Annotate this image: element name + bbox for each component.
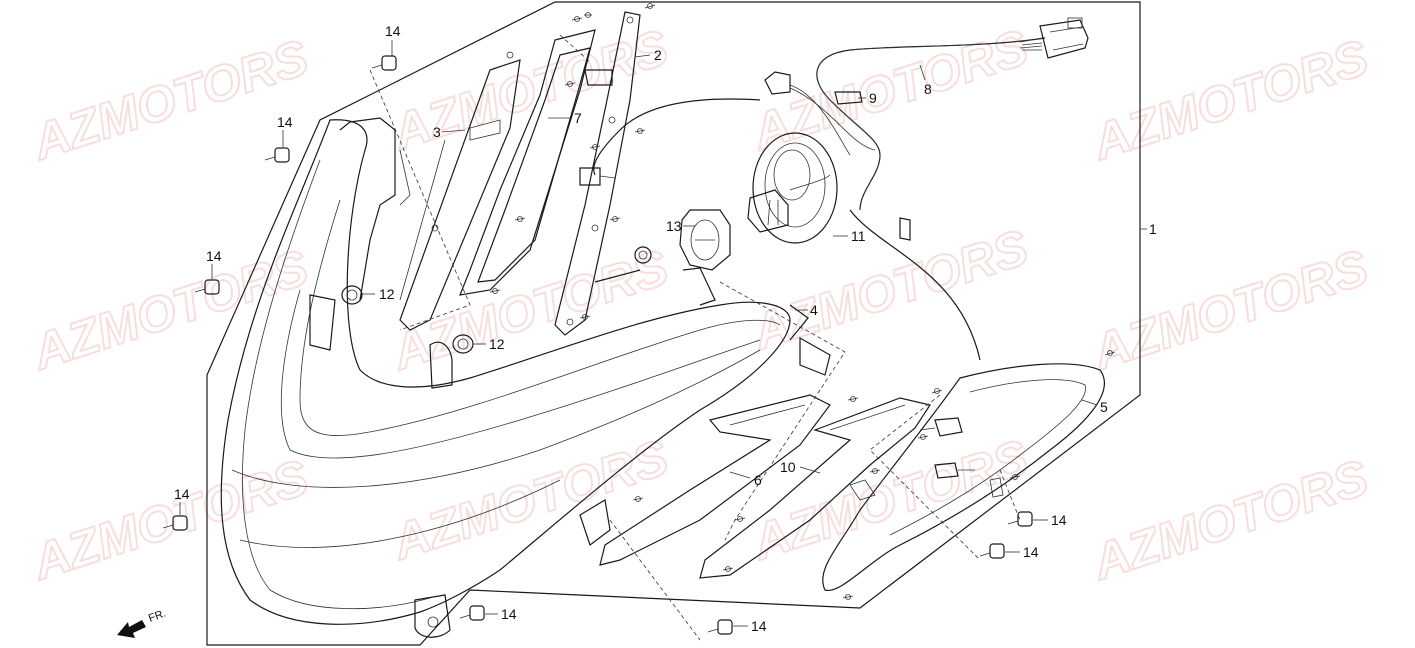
watermark: AZMOTORS	[384, 429, 674, 571]
callout-14: 14	[277, 114, 293, 130]
part-10-tinted-lens	[699, 397, 931, 579]
assembly-boundary	[206, 1, 1147, 646]
bolts	[162, 55, 1033, 635]
screw	[847, 396, 859, 402]
callout-6: 6	[754, 472, 762, 488]
bolt	[162, 515, 188, 531]
watermark: AZMOTORS	[744, 19, 1034, 161]
arrow-icon	[117, 620, 146, 638]
callout-7: 7	[574, 110, 582, 126]
part-8-wiring-harness	[579, 17, 1089, 361]
callout-8: 8	[924, 81, 932, 97]
screw	[589, 144, 601, 150]
watermark: AZMOTORS	[744, 219, 1034, 361]
callout-9: 9	[869, 90, 877, 106]
callout-14: 14	[751, 618, 767, 634]
callout-3: 3	[433, 124, 441, 140]
screw	[917, 434, 929, 440]
bolt	[1007, 511, 1033, 527]
callout-1: 1	[1149, 221, 1157, 237]
bolt	[194, 279, 220, 295]
screw	[564, 81, 576, 87]
callout-14: 14	[206, 248, 222, 264]
callout-14: 14	[501, 606, 517, 622]
screw	[609, 216, 621, 222]
screw	[514, 216, 526, 222]
part-11-socket-cover	[747, 132, 838, 244]
part-2-bracket	[554, 11, 641, 336]
screw	[722, 566, 734, 572]
part-13-bulb	[679, 209, 731, 271]
watermark: AZMOTORS	[24, 449, 314, 591]
front-direction-indicator: FR.	[117, 607, 168, 638]
screw	[931, 388, 943, 394]
screw	[1009, 474, 1021, 480]
callout-14: 14	[174, 486, 190, 502]
watermark: AZMOTORS	[1084, 239, 1374, 381]
callout-10: 10	[780, 459, 796, 475]
screw	[1104, 350, 1116, 356]
watermark: AZMOTORS	[1084, 29, 1374, 171]
callout-5: 5	[1100, 399, 1108, 415]
callout-14: 14	[385, 23, 401, 39]
callout-4: 4	[810, 302, 818, 318]
callout-2: 2	[654, 47, 662, 63]
screw	[634, 128, 646, 134]
screw	[571, 16, 583, 22]
part-5-side-housing	[822, 363, 1105, 591]
watermarks: AZMOTORS AZMOTORS AZMOTORS AZMOTORS AZMO…	[23, 18, 1375, 592]
callout-12: 12	[489, 336, 505, 352]
bolt	[459, 605, 485, 621]
screw	[869, 468, 881, 474]
callout-11: 11	[851, 228, 866, 244]
adjuster-screw	[594, 246, 652, 283]
watermark: AZMOTORS	[24, 239, 314, 381]
part-3-reflector-panel	[399, 51, 521, 331]
bolt	[979, 543, 1005, 559]
callout-12: 12	[379, 286, 395, 302]
screw	[632, 496, 644, 502]
callouts: 1 2 3 4 5 6 7 8 9 10 11 12 12 13 14 14 1…	[174, 23, 1157, 634]
screw	[734, 516, 746, 522]
bolt	[264, 147, 290, 163]
callout-14: 14	[1023, 544, 1039, 560]
bolt	[371, 55, 397, 71]
screw	[584, 12, 592, 18]
watermark: AZMOTORS	[24, 29, 314, 171]
watermark: AZMOTORS	[384, 239, 674, 381]
bolt	[707, 619, 733, 635]
callout-14: 14	[1051, 512, 1067, 528]
headlight-housing	[220, 117, 831, 638]
watermark: AZMOTORS	[1084, 449, 1374, 591]
part-12-grommet	[341, 285, 363, 305]
screw	[579, 314, 591, 320]
screw	[644, 3, 656, 9]
part-6-position-lens	[599, 394, 831, 566]
screws	[489, 3, 1116, 600]
screw	[842, 594, 854, 600]
leader-lines	[179, 40, 1098, 627]
callout-13: 13	[666, 218, 682, 234]
direction-label: FR.	[147, 607, 168, 624]
part-9-clip	[834, 91, 863, 105]
watermark: AZMOTORS	[744, 429, 1034, 571]
screw	[489, 288, 501, 294]
